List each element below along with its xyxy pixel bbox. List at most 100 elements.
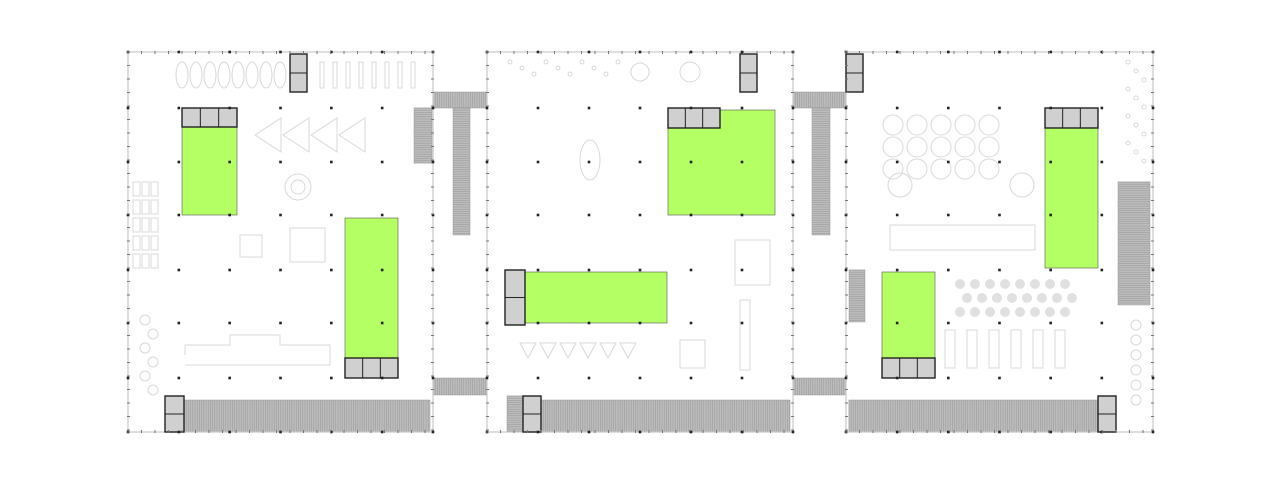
mullion (994, 430, 995, 433)
mullion (1034, 51, 1036, 54)
locker (132, 235, 141, 251)
mullion (845, 173, 848, 174)
mullion (431, 186, 434, 188)
triangle-seat (559, 342, 577, 360)
seat-ellipse (259, 61, 273, 89)
lounge-seat (1067, 293, 1077, 303)
mullion (513, 51, 515, 54)
mullion (127, 119, 130, 120)
mullion (127, 51, 130, 53)
mullion (141, 51, 142, 54)
lounge-seat (1030, 307, 1040, 317)
column (638, 268, 642, 272)
mullion (791, 159, 794, 161)
mullion (486, 402, 489, 404)
triangle-seat (599, 342, 617, 360)
mullion (431, 416, 434, 417)
column (1049, 50, 1052, 54)
column (177, 430, 181, 434)
plant (555, 65, 561, 71)
mullion (127, 146, 130, 147)
mullion (791, 105, 794, 107)
column (380, 213, 384, 217)
mullion (127, 240, 130, 242)
plant (603, 71, 609, 77)
lounge-seat (977, 293, 987, 303)
mullion (635, 51, 636, 54)
mullion (127, 281, 130, 282)
column (947, 213, 950, 217)
column (947, 376, 950, 380)
seat-ellipse (175, 61, 189, 89)
column (380, 430, 384, 434)
mullion (1151, 173, 1154, 174)
column (431, 160, 435, 164)
mullion (702, 51, 704, 54)
mullion (431, 362, 434, 363)
mullion (1151, 267, 1154, 269)
column (689, 160, 693, 164)
locker (132, 253, 141, 269)
mullion (621, 51, 623, 54)
mullion (397, 51, 399, 54)
locker (150, 217, 159, 233)
triangle-seat (310, 117, 338, 153)
mullion (594, 430, 596, 433)
column (587, 430, 591, 434)
mullion (1151, 281, 1154, 282)
column (689, 106, 693, 110)
mullion (168, 430, 169, 433)
bridge-top (432, 91, 488, 109)
column (228, 160, 231, 164)
mullion (899, 51, 901, 54)
column (126, 268, 130, 272)
mullion (1151, 132, 1154, 134)
mullion (1151, 200, 1154, 201)
column (587, 213, 591, 217)
column (279, 213, 282, 217)
column (380, 321, 384, 325)
column (380, 50, 384, 54)
mullion (1151, 429, 1154, 431)
mullion (845, 186, 848, 188)
mullion (431, 402, 434, 404)
mullion (289, 51, 291, 54)
mullion (567, 430, 569, 433)
column (895, 321, 899, 325)
mullion (791, 51, 794, 53)
courtyard (1044, 126, 1099, 269)
mullion (791, 146, 794, 147)
column (740, 50, 744, 54)
mullion (1129, 430, 1130, 433)
mullion (127, 254, 130, 255)
plant (507, 59, 513, 65)
mullion (554, 51, 555, 54)
plant (1125, 59, 1131, 65)
bench (384, 61, 390, 89)
courtyard (181, 126, 238, 216)
column (228, 321, 231, 325)
column (587, 268, 591, 272)
column (638, 50, 642, 54)
mullion (1088, 430, 1090, 433)
hex-seat (954, 158, 976, 180)
service-core (881, 357, 936, 379)
mullion (608, 51, 609, 54)
hex-seat (882, 114, 904, 136)
column (1100, 50, 1104, 54)
mullion (791, 375, 794, 377)
lounge-seat (955, 307, 965, 317)
spiral (284, 173, 312, 201)
locker (150, 235, 159, 251)
column (330, 321, 333, 325)
plant (615, 59, 621, 65)
mullion (791, 267, 794, 269)
column (380, 106, 384, 110)
mullion (357, 430, 358, 433)
mullion (1151, 213, 1154, 215)
mullion (791, 92, 794, 93)
hex-seat (930, 158, 952, 180)
mullion (540, 430, 542, 433)
mullion (1115, 51, 1117, 54)
mullion (424, 51, 426, 54)
